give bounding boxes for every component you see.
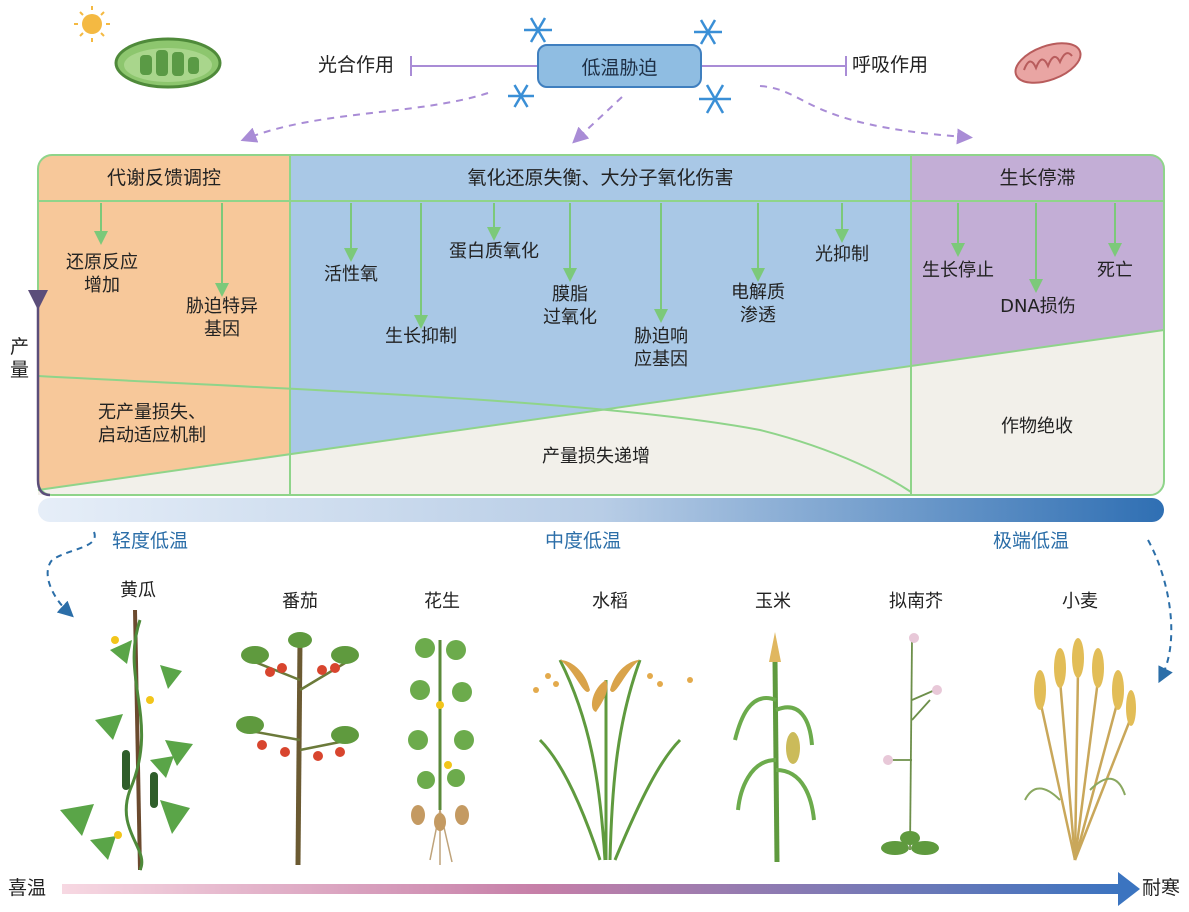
growth-arrows — [951, 203, 1122, 293]
redox-item: 光抑制 — [815, 244, 869, 265]
cold-stress-box: 低温胁迫 — [537, 44, 702, 88]
mild-cold-label: 轻度低温 — [112, 530, 189, 552]
maize-plant-icon — [733, 632, 816, 863]
stress-effect-arrows — [240, 85, 973, 145]
rice-plant-icon — [533, 659, 693, 861]
redox-item: 胁迫响 应基因 — [634, 326, 688, 370]
plant-label-tomato: 番茄 — [282, 591, 318, 612]
growth-item: DNA损伤 — [1000, 296, 1076, 317]
temperature-gradient-bar — [38, 498, 1164, 522]
metabolic-panel-title: 代谢反馈调控 — [106, 167, 221, 189]
metabolic-item: 还原反应 增加 — [66, 252, 138, 296]
redox-item: 膜脂 过氧化 — [543, 284, 597, 328]
redox-panel-title: 氧化还原失衡、大分子氧化伤害 — [467, 167, 734, 189]
tolerance-gradient-arrow — [62, 872, 1140, 906]
cold-tolerant-label: 耐寒 — [1142, 877, 1181, 899]
moderate-cold-label: 中度低温 — [545, 530, 622, 552]
thermophilic-label: 喜温 — [8, 877, 47, 899]
metabolic-arrows — [94, 203, 229, 297]
metabolic-bottom-text: 无产量损失、 启动适应机制 — [98, 402, 206, 446]
redox-item: 蛋白质氧化 — [449, 241, 539, 262]
respiration-label: 呼吸作用 — [852, 54, 929, 76]
tolerance-direction-arrows — [46, 531, 1173, 684]
yield-loss-region — [38, 330, 1164, 495]
yield-curve — [37, 375, 912, 493]
wheat-plant-icon — [1024, 638, 1136, 861]
mitochondrion-icon — [1014, 42, 1082, 84]
respiration-inhibition-line — [702, 56, 847, 76]
tomato-plant-icon — [236, 632, 359, 866]
redox-item: 电解质 渗透 — [731, 282, 785, 326]
redox-item: 活性氧 — [324, 264, 378, 285]
photosynthesis-inhibition-line — [410, 56, 537, 76]
plant-label-cucumber: 黄瓜 — [120, 580, 156, 601]
sun-icon — [74, 6, 110, 42]
growth-item: 死亡 — [1097, 260, 1133, 281]
snowflake-icon — [508, 17, 731, 114]
photosynthesis-label: 光合作用 — [318, 54, 395, 76]
redox-bottom-text: 产量损失递增 — [542, 446, 650, 467]
yield-axis-label: 产 量 — [10, 336, 30, 381]
redox-arrows — [344, 203, 849, 329]
yield-axis — [28, 290, 51, 497]
redox-item: 生长抑制 — [385, 326, 457, 347]
peanut-plant-icon — [408, 638, 474, 865]
growth-item: 生长停止 — [922, 260, 994, 281]
plant-label-peanut: 花生 — [424, 591, 460, 612]
extreme-cold-label: 极端低温 — [993, 530, 1070, 552]
cucumber-plant-icon — [60, 609, 193, 871]
plant-label-maize: 玉米 — [755, 591, 791, 612]
plant-label-rice: 水稻 — [592, 591, 628, 612]
plant-label-wheat: 小麦 — [1062, 591, 1098, 612]
growth-bottom-text: 作物绝收 — [1001, 416, 1073, 437]
cold-stress-label: 低温胁迫 — [581, 56, 658, 79]
growth-panel-title: 生长停滞 — [999, 167, 1076, 189]
metabolic-item: 胁迫特异 基因 — [186, 296, 258, 340]
plant-label-arabidopsis: 拟南芥 — [889, 591, 943, 612]
arabidopsis-plant-icon — [881, 633, 942, 855]
chloroplast-icon — [114, 37, 222, 89]
